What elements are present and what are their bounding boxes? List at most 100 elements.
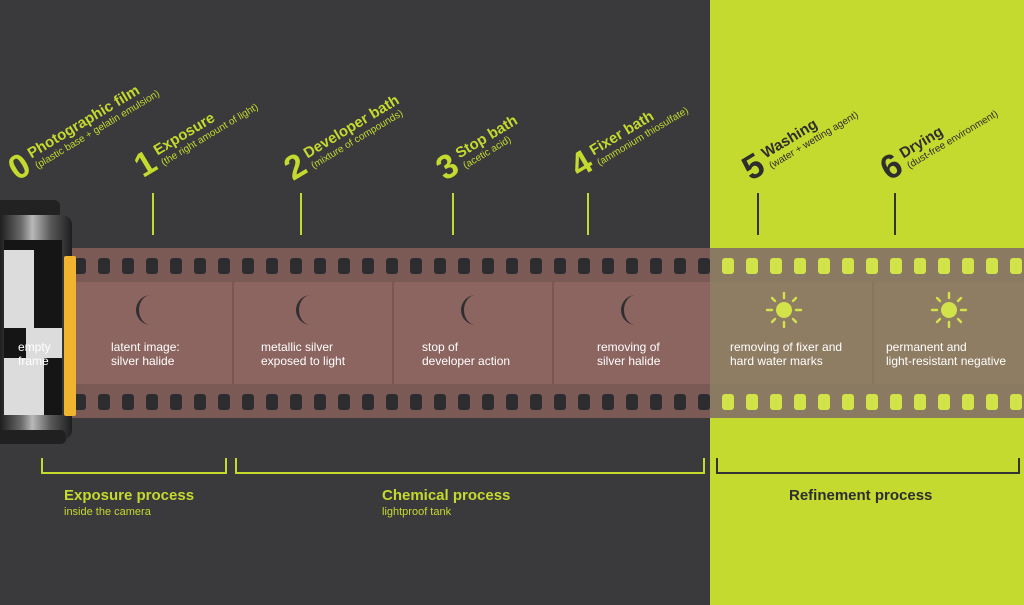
film-perforation — [314, 394, 326, 410]
frame-6-caption: permanent and light-resistant negative — [886, 340, 1006, 368]
moon-icon — [621, 295, 636, 325]
film-perforation — [1010, 394, 1022, 410]
frame-divider — [232, 282, 234, 384]
film-perforation — [794, 394, 806, 410]
film-perforation — [146, 258, 158, 274]
film-perforation — [290, 394, 302, 410]
moon-icon — [136, 295, 151, 325]
caption-line: removing of — [597, 340, 660, 354]
film-perforation — [674, 394, 686, 410]
frame-divider — [552, 282, 554, 384]
film-perforation — [674, 258, 686, 274]
film-perforation — [242, 258, 254, 274]
film-perforation — [914, 258, 926, 274]
film-perforation — [1010, 258, 1022, 274]
caption-line: stop of — [422, 340, 459, 354]
frame-2-caption: metallic silver exposed to light — [261, 340, 345, 368]
caption-line: exposed to light — [261, 354, 346, 368]
film-perforation — [866, 394, 878, 410]
film-perforation — [290, 258, 302, 274]
caption-line: developer action — [422, 354, 511, 368]
film-perforation — [170, 394, 182, 410]
perforation-row-bottom — [74, 394, 1024, 410]
caption-line: empty — [18, 340, 51, 354]
film-perforation — [842, 394, 854, 410]
film-perforation — [170, 258, 182, 274]
film-perforation — [554, 394, 566, 410]
exposure-process-sub: inside the camera — [64, 506, 151, 518]
film-perforation — [986, 394, 998, 410]
film-perforation — [842, 258, 854, 274]
film-perforation — [362, 394, 374, 410]
film-perforation — [338, 258, 350, 274]
film-perforation — [458, 394, 470, 410]
film-perforation — [122, 258, 134, 274]
exposure-process-title: Exposure process — [64, 487, 195, 504]
film-perforation — [410, 258, 422, 274]
film-perforation — [218, 258, 230, 274]
film-perforation — [218, 394, 230, 410]
film-perforation — [722, 394, 734, 410]
chemical-process-sub: lightproof tank — [382, 506, 452, 518]
perforation-row-top — [74, 258, 1024, 274]
frame-3-caption: stop of developer action — [422, 340, 510, 368]
sun-icon — [765, 291, 803, 329]
film-perforation — [386, 258, 398, 274]
frame-divider — [872, 282, 874, 384]
step-0-name: Photographic film — [24, 81, 143, 163]
film-perforation — [722, 258, 734, 274]
step-3-tick — [452, 193, 454, 235]
moon-icon — [296, 295, 311, 325]
film-perforation — [458, 258, 470, 274]
film-perforation — [962, 394, 974, 410]
film-perforation — [746, 258, 758, 274]
film-perforation — [314, 258, 326, 274]
caption-line: frame — [18, 354, 49, 368]
film-perforation — [938, 258, 950, 274]
film-perforation — [194, 258, 206, 274]
film-perforation — [890, 394, 902, 410]
caption-line: light-resistant negative — [886, 354, 1007, 368]
film-perforation — [650, 258, 662, 274]
frame-4-caption: removing of silver halide — [597, 340, 660, 368]
film-perforation — [938, 394, 950, 410]
caption-line: latent image: — [111, 340, 180, 354]
film-perforation — [626, 258, 638, 274]
caption-line: permanent and — [886, 340, 967, 354]
caption-line: silver halide — [597, 354, 661, 368]
film-perforation — [650, 394, 662, 410]
film-perforation — [482, 394, 494, 410]
film-perforation — [434, 258, 446, 274]
canister-label — [4, 240, 62, 415]
exposure-process-bracket — [41, 458, 227, 474]
film-perforation — [578, 394, 590, 410]
canister-spool — [64, 256, 76, 416]
film-perforation — [602, 258, 614, 274]
film-perforation — [626, 394, 638, 410]
film-perforation — [602, 394, 614, 410]
film-perforation — [770, 394, 782, 410]
caption-line: metallic silver — [261, 340, 334, 354]
canister-bottom — [0, 430, 66, 444]
film-perforation — [242, 394, 254, 410]
film-perforation — [506, 258, 518, 274]
film-perforation — [338, 394, 350, 410]
frame-0-caption: empty frame — [18, 340, 51, 368]
step-5-tick — [757, 193, 759, 235]
caption-line: silver halide — [111, 354, 175, 368]
step-2-tick — [300, 193, 302, 235]
film-perforation — [962, 258, 974, 274]
film-perforation — [530, 258, 542, 274]
frame-1-caption: latent image: silver halide — [111, 340, 180, 368]
film-perforation — [554, 258, 566, 274]
film-perforation — [794, 258, 806, 274]
film-perforation — [74, 394, 86, 410]
refinement-process-bracket — [716, 458, 1020, 474]
film-perforation — [194, 394, 206, 410]
chemical-process-bracket — [235, 458, 705, 474]
film-perforation — [434, 394, 446, 410]
caption-line: removing of fixer and — [730, 340, 843, 354]
sun-icon — [930, 291, 968, 329]
film-perforation — [410, 394, 422, 410]
film-perforation — [386, 394, 398, 410]
